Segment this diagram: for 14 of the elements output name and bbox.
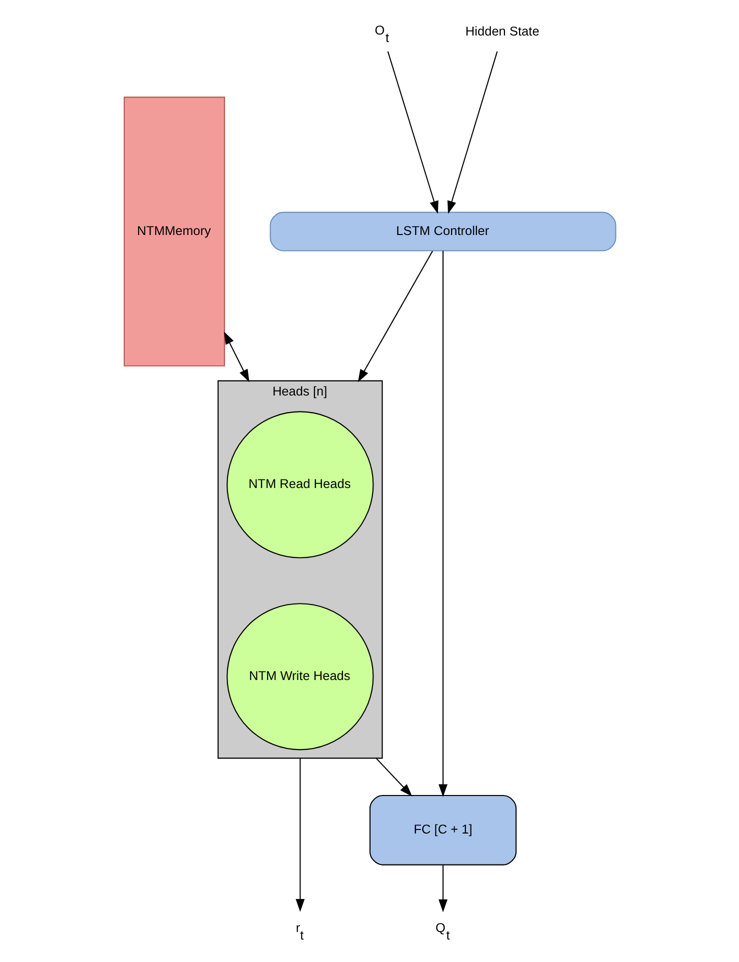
arrow: [223, 331, 249, 382]
arrow: [295, 758, 304, 912]
arrow: [375, 758, 412, 796]
arrow: [438, 865, 448, 912]
arrow: [446, 51, 498, 214]
node-box: NTMMemory: [123, 96, 225, 366]
arrow: [438, 250, 448, 798]
arrow: [357, 250, 432, 382]
node-box: LSTM Controller: [269, 212, 616, 252]
node-text: Hidden State: [464, 23, 539, 38]
node-circle: NTM Read Heads: [226, 411, 374, 558]
arrow: [386, 51, 438, 214]
node-circle: NTM Write Heads: [226, 603, 374, 750]
node-box: FC [C + 1]: [368, 794, 516, 866]
